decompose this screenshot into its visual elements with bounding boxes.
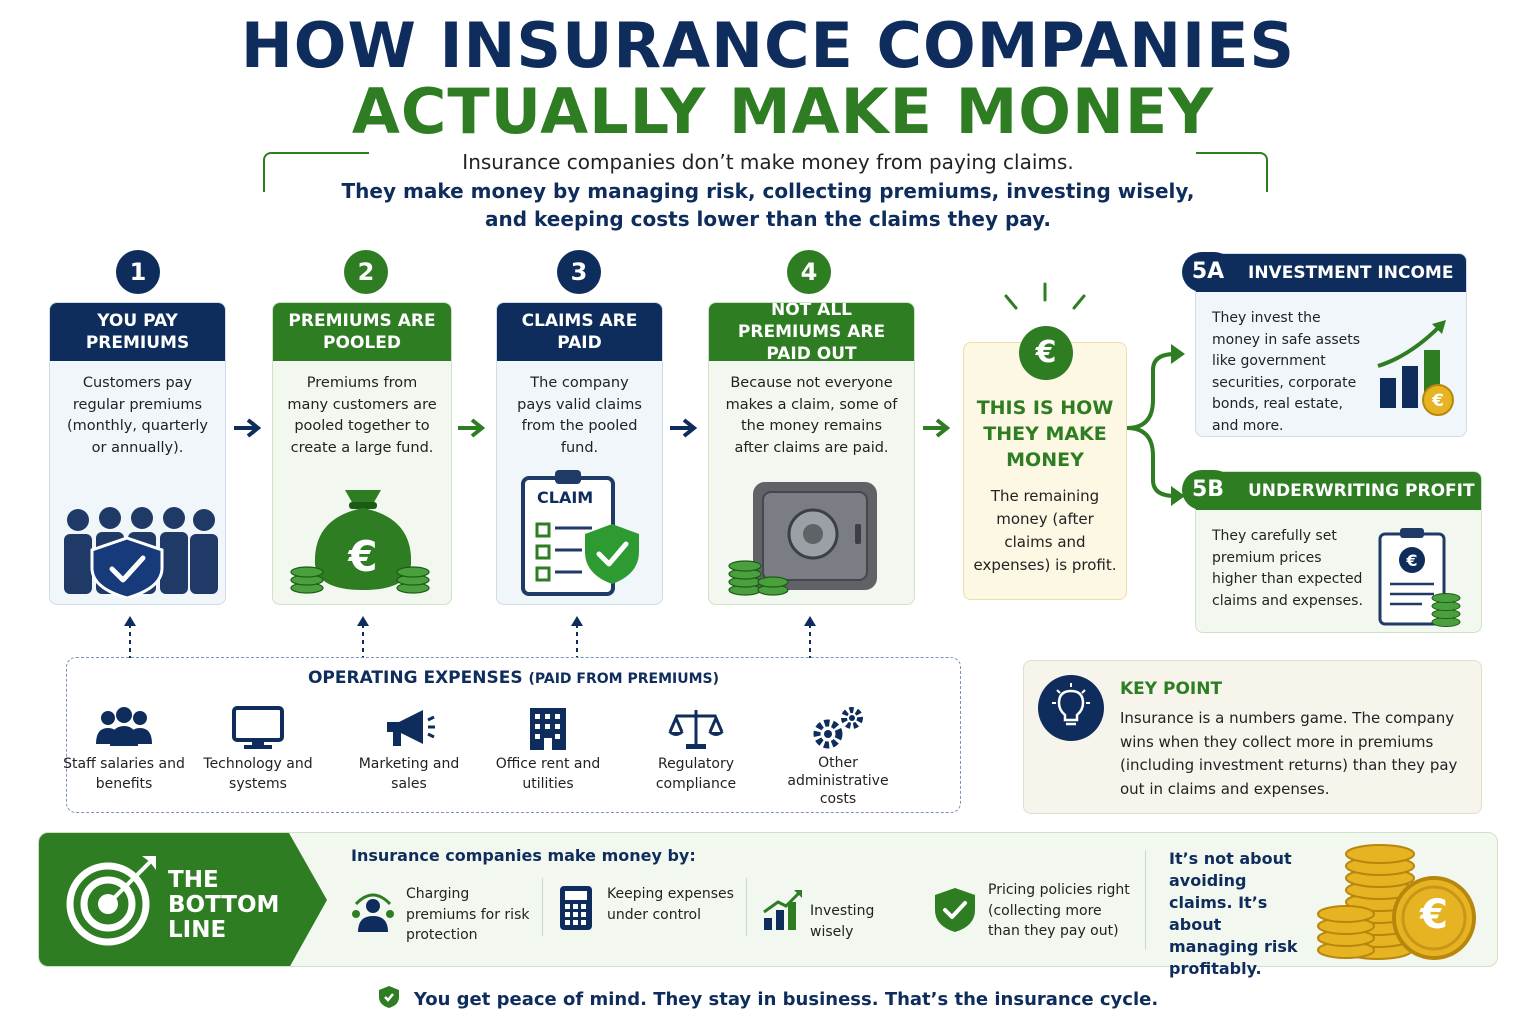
step-2-card: PREMIUMS ARE POOLED Premiums from many c… xyxy=(272,302,452,605)
investment-income-title: INVESTMENT INCOME xyxy=(1196,254,1466,292)
expense-item: Marketing and sales xyxy=(339,706,479,794)
safe-icon xyxy=(709,468,914,598)
sparkle-rays-icon xyxy=(1004,282,1086,310)
separator xyxy=(1145,850,1146,950)
branch-arrows-icon xyxy=(1126,344,1185,506)
megaphone-icon xyxy=(387,710,435,746)
operating-expenses-panel xyxy=(66,657,961,813)
subtitle-bracket-right xyxy=(1196,152,1268,192)
scales-icon xyxy=(668,710,724,749)
arrow-right-icon xyxy=(923,418,951,438)
subtitle-line-3: and keeping costs lower than the claims … xyxy=(485,207,1051,231)
svg-text:€: € xyxy=(1405,551,1417,570)
expense-label: Staff salaries and benefits xyxy=(63,756,185,792)
footer-text: You get peace of mind. They stay in busi… xyxy=(413,989,1159,1010)
step-1-text: Customers pay regular premiums (monthly,… xyxy=(67,375,208,456)
expense-label: Marketing and sales xyxy=(358,756,460,792)
coin-euro-symbol: € xyxy=(1420,892,1448,938)
bottom-line-quote: It’s not about avoiding claims. It’s abo… xyxy=(1169,849,1298,978)
step-4-title: NOT ALL PREMIUMS ARE PAID OUT xyxy=(709,303,914,364)
step-3-text: The company pays valid claims from the p… xyxy=(517,375,642,456)
bottom-line-title: THE BOTTOM LINE xyxy=(168,867,280,943)
lightbulb-icon xyxy=(1038,675,1104,741)
expense-label: Regulatory compliance xyxy=(655,756,737,792)
claim-clipboard-icon: CLAIM xyxy=(497,468,662,598)
person-protection-icon xyxy=(352,893,394,932)
investment-income-text: They invest the money in safe assets lik… xyxy=(1212,310,1361,434)
arrow-right-icon xyxy=(458,418,486,438)
coin-stack-icon xyxy=(1317,844,1476,960)
key-point-text: Insurance is a numbers game. The company… xyxy=(1120,709,1458,798)
pricing-clipboard-icon: € xyxy=(1378,528,1461,627)
expense-item: Technology and systems xyxy=(188,706,328,794)
claim-label: CLAIM xyxy=(537,488,594,507)
check-shield-icon xyxy=(935,888,975,932)
arrow-right-icon xyxy=(670,418,698,438)
footer-line: You get peace of mind. They stay in busi… xyxy=(0,985,1536,1010)
underwriting-profit-text: They carefully set premium prices higher… xyxy=(1212,528,1363,609)
expense-item: Other administrative costs xyxy=(768,706,908,808)
separator xyxy=(542,878,543,936)
people-icon xyxy=(96,707,152,746)
target-icon xyxy=(66,856,156,946)
step-1-title: YOU PAY PREMIUMS xyxy=(50,303,225,361)
step-1-card: YOU PAY PREMIUMS Customers pay regular p… xyxy=(49,302,226,605)
operating-expenses-subtitle: (PAID FROM PREMIUMS) xyxy=(528,671,720,687)
step-4-number: 4 xyxy=(787,250,831,294)
step-4-text: Because not everyone makes a claim, some… xyxy=(725,375,898,456)
svg-text:€: € xyxy=(1431,391,1444,411)
title-line-2: ACTUALLY MAKE MONEY xyxy=(351,75,1215,148)
tag-5b: 5B xyxy=(1182,470,1234,510)
expense-label: Office rent and utilities xyxy=(495,756,601,792)
small-shield-icon xyxy=(378,986,399,1008)
step-3-number: 3 xyxy=(557,250,601,294)
dashed-arrows-icon xyxy=(124,616,816,658)
profit-text: The remaining money (after claims and ex… xyxy=(973,487,1117,574)
profit-title: THIS IS HOW THEY MAKE MONEY xyxy=(976,397,1114,471)
arrow-right-icon xyxy=(234,418,262,438)
subtitle-bracket-left xyxy=(263,152,369,192)
operating-expenses-heading: OPERATING EXPENSES (PAID FROM PREMIUMS) xyxy=(66,668,961,688)
investment-growth-icon: € xyxy=(1377,320,1454,416)
bottom-line-item-2: Keeping expenses under control xyxy=(607,886,734,923)
key-point-title: KEY POINT xyxy=(1120,679,1223,699)
bottom-line-item-3: Investing wisely xyxy=(810,903,875,940)
bottom-line-item-1: Charging premiums for risk protection xyxy=(406,886,530,943)
expense-item: Staff salaries and benefits xyxy=(54,706,194,794)
tag-5a: 5A xyxy=(1182,252,1234,292)
profit-card: THIS IS HOW THEY MAKE MONEY The remainin… xyxy=(963,342,1127,600)
separator xyxy=(746,878,747,936)
step-2-title: PREMIUMS ARE POOLED xyxy=(273,303,451,361)
people-shield-icon xyxy=(50,468,225,600)
investment-income-card: INVESTMENT INCOME They invest the money … xyxy=(1195,253,1467,437)
expense-item: Regulatory compliance xyxy=(626,706,766,794)
monitor-icon xyxy=(232,706,284,749)
underwriting-profit-card: UNDERWRITING PROFIT They carefully set p… xyxy=(1195,471,1482,633)
euro-coin-icon: € xyxy=(1019,326,1073,380)
expense-item: Office rent and utilities xyxy=(478,706,618,794)
expense-label: Technology and systems xyxy=(203,756,313,792)
step-3-card: CLAIMS ARE PAID The company pays valid c… xyxy=(496,302,663,605)
step-4-card: NOT ALL PREMIUMS ARE PAID OUT Because no… xyxy=(708,302,915,605)
money-bag-icon: € xyxy=(273,468,451,598)
gears-icon xyxy=(813,707,863,749)
svg-text:€: € xyxy=(347,532,377,581)
title-line-1: HOW INSURANCE COMPANIES xyxy=(240,9,1296,82)
bottom-line-item-4: Pricing policies right (collecting more … xyxy=(988,882,1130,939)
underwriting-profit-title: UNDERWRITING PROFIT xyxy=(1196,472,1481,510)
key-point-card: KEY POINT Insurance is a numbers game. T… xyxy=(1023,660,1482,814)
subtitle-line-1: Insurance companies don’t make money fro… xyxy=(462,150,1074,174)
calculator-icon xyxy=(560,886,592,930)
step-2-text: Premiums from many customers are pooled … xyxy=(287,375,437,456)
step-2-number: 2 xyxy=(344,250,388,294)
building-icon xyxy=(530,708,566,750)
bottom-line-heading: Insurance companies make money by: xyxy=(351,846,696,865)
operating-expenses-title: OPERATING EXPENSES xyxy=(307,668,523,688)
step-1-number: 1 xyxy=(116,250,160,294)
expense-label: Other administrative costs xyxy=(787,755,889,807)
subtitle-emphasis: They make money by managing risk, collec… xyxy=(0,177,1536,233)
subtitle-line-2: They make money by managing risk, collec… xyxy=(341,179,1195,203)
growth-chart-icon xyxy=(763,890,802,930)
step-3-title: CLAIMS ARE PAID xyxy=(497,303,662,361)
